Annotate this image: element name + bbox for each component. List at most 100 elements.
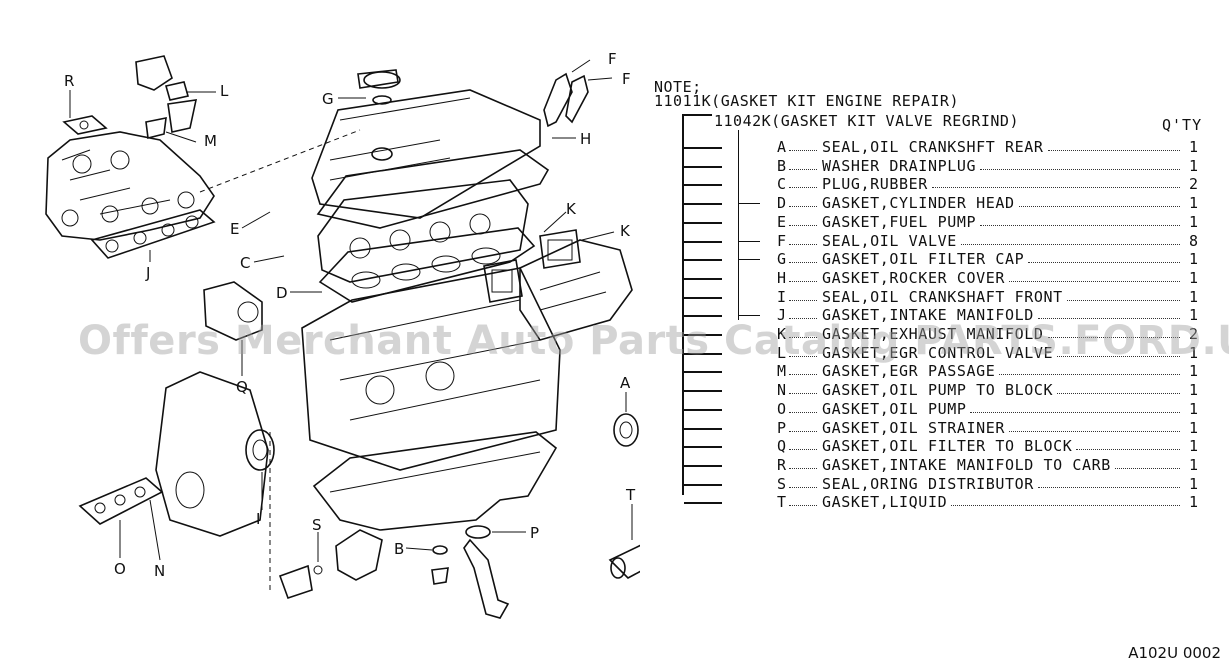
legend-row-description: SEAL,OIL CRANKSHFT REAR — [822, 138, 1044, 156]
legend-row-qty: 1 — [1188, 287, 1198, 306]
callout-i: I — [256, 510, 260, 528]
legend-row-qty: 1 — [1188, 362, 1198, 381]
kit-branch-line — [684, 371, 722, 374]
kit-main-bracket — [682, 114, 684, 495]
kit-branch-line — [684, 221, 722, 224]
kit-main-bracket-top — [682, 114, 712, 116]
leader-dots — [789, 411, 817, 413]
legend-row-qty: 1 — [1188, 212, 1198, 231]
legend-row-description: GASKET,CYLINDER HEAD — [822, 194, 1015, 213]
leader-dots — [980, 224, 1180, 226]
legend-row-description: GASKET,INTAKE MANIFOLD TO CARB — [822, 455, 1111, 474]
legend-row-description: SEAL,ORING DISTRIBUTOR — [822, 474, 1034, 493]
kit-branch-line — [684, 446, 722, 449]
legend-row-description: GASKET,ROCKER COVER — [822, 268, 1005, 287]
legend-row-letter: C — [777, 175, 787, 194]
kit-branch-line — [684, 259, 722, 262]
callout-h: H — [580, 130, 591, 148]
legend-row-description: SEAL,OIL VALVE — [822, 231, 957, 250]
legend-row-description: SEAL,OIL CRANKSHAFT FRONT — [822, 287, 1063, 306]
leader-dots — [789, 393, 817, 395]
leader-dots — [789, 150, 817, 151]
callout-d: D — [276, 284, 288, 302]
legend-row-letter: T — [777, 493, 787, 512]
legend-row-letter: S — [777, 474, 787, 493]
intake-manifold-drawing — [45, 131, 215, 241]
kit-branch-line — [684, 277, 722, 280]
callout-j: J — [145, 264, 150, 282]
subkit-branch-line — [738, 240, 760, 242]
callout-l: L — [220, 82, 229, 100]
oil-strainer-drawing — [463, 525, 510, 619]
rocker-cover-drawing — [311, 69, 541, 219]
leader-dots — [789, 430, 817, 432]
legend-row-qty: 1 — [1188, 343, 1198, 362]
callout-k-1: K — [566, 200, 577, 218]
kit-branch-line — [684, 315, 722, 318]
leader-dots — [789, 355, 817, 357]
legend-row-qty: 1 — [1188, 381, 1198, 400]
legend-row: I SEAL,OIL CRANKSHAFT FRONT 1 — [652, 288, 1222, 306]
rocker-cover-gasket-drawing — [316, 149, 550, 229]
kit-branch-line — [684, 147, 722, 149]
leader-dots — [1019, 206, 1180, 208]
leader-dots — [789, 486, 817, 488]
drain-plug-drawing — [431, 545, 449, 585]
kit-branch-line — [684, 464, 722, 467]
leader-dots — [1028, 262, 1180, 264]
legend-row-letter: N — [777, 381, 787, 400]
exhaust-manifold-drawing — [519, 239, 633, 341]
rear-seal-drawing — [613, 413, 639, 447]
legend-row-qty: 1 — [1188, 138, 1198, 156]
legend-row-letter: L — [777, 343, 787, 362]
legend-row-qty: 1 — [1188, 493, 1198, 512]
callout-b: B — [394, 540, 404, 558]
leader-dots — [789, 224, 817, 226]
legend-row: G GASKET,OIL FILTER CAP 1 — [652, 250, 1222, 268]
leader-dots — [1057, 355, 1180, 357]
callout-n: N — [154, 562, 165, 580]
legend-row-description: GASKET,OIL FILTER CAP — [822, 250, 1025, 269]
callout-k-2: K — [620, 222, 631, 240]
exhaust-manifold-gasket-drawing — [483, 229, 581, 303]
leader-dots — [789, 505, 817, 507]
head-gasket-drawing — [318, 227, 536, 303]
front-seal-drawing — [245, 429, 275, 471]
legend-row-letter: F — [777, 231, 787, 250]
leader-dots — [789, 206, 817, 208]
callout-t: T — [625, 486, 636, 504]
callout-q: Q — [236, 378, 248, 396]
legend-row-description: WASHER DRAINPLUG — [822, 156, 977, 175]
leader-dots — [789, 374, 817, 376]
leader-dots — [789, 449, 817, 451]
legend-row-qty: 1 — [1188, 474, 1198, 493]
kit-branch-line — [684, 427, 722, 430]
legend-row-letter: G — [777, 250, 787, 269]
kit-main-label: 11011K(GASKET KIT ENGINE REPAIR) — [654, 92, 959, 110]
kit-sub-label: 11042K(GASKET KIT VALVE REGRIND) — [714, 112, 1019, 130]
leader-dots — [970, 411, 1180, 413]
legend-row-description: GASKET,INTAKE MANIFOLD — [822, 306, 1034, 325]
legend-row-description: GASKET,OIL PUMP — [822, 399, 967, 418]
legend-row-description: GASKET,LIQUID — [822, 493, 948, 512]
legend-row-letter: Q — [777, 437, 787, 456]
liquid-gasket-tube-drawing — [608, 544, 640, 579]
leader-dots — [789, 243, 817, 245]
oil-filter-gasket-drawing — [203, 281, 263, 341]
legend-row-qty: 1 — [1188, 250, 1198, 269]
legend-row-qty: 1 — [1188, 268, 1198, 287]
callout-s: S — [312, 516, 322, 534]
subkit-branch-line — [738, 203, 760, 205]
leader-dots — [961, 243, 1180, 245]
legend-row-letter: I — [777, 287, 787, 306]
kit-branch-line — [684, 334, 722, 336]
legend-row-description: PLUG,RUBBER — [822, 175, 928, 194]
